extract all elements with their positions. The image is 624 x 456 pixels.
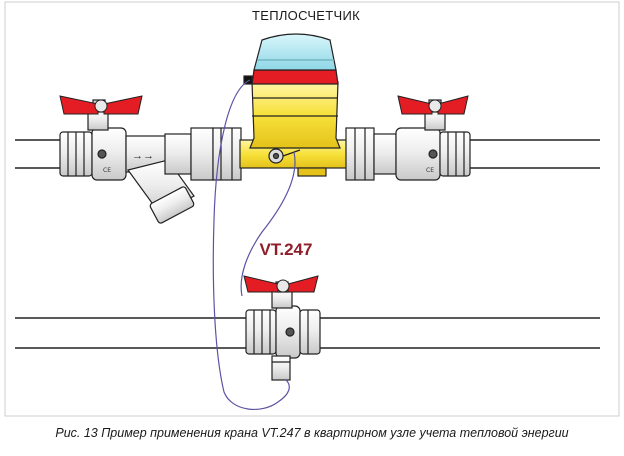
heat-meter [239,33,349,177]
lower-pipe [15,317,600,349]
vt247-sensor-port [271,355,291,381]
drawing-border [4,1,620,417]
vt247-valve-body [245,281,321,359]
vt247-valve-red-handle [243,275,319,293]
valve-model-label: VT.247 [259,240,313,259]
svg-text:CE: CE [103,167,111,174]
heat-meter-label: ТЕПЛОСЧЕТЧИК [251,8,360,23]
temperature-sensor-port [268,148,301,164]
figure-caption: Рис. 13 Пример применения крана VT.247 в… [55,426,569,440]
svg-text:CE: CE [426,167,434,174]
upper-union-right [345,127,397,181]
upper-union-left [164,127,242,181]
upper-right-valve-red-handle [397,95,469,115]
upper-left-valve-red-handle [59,95,143,115]
sensor-wire-branch [240,151,296,297]
sensor-wire [212,79,290,410]
upper-pipe [15,139,600,169]
svg-text:→→: →→ [132,150,154,162]
